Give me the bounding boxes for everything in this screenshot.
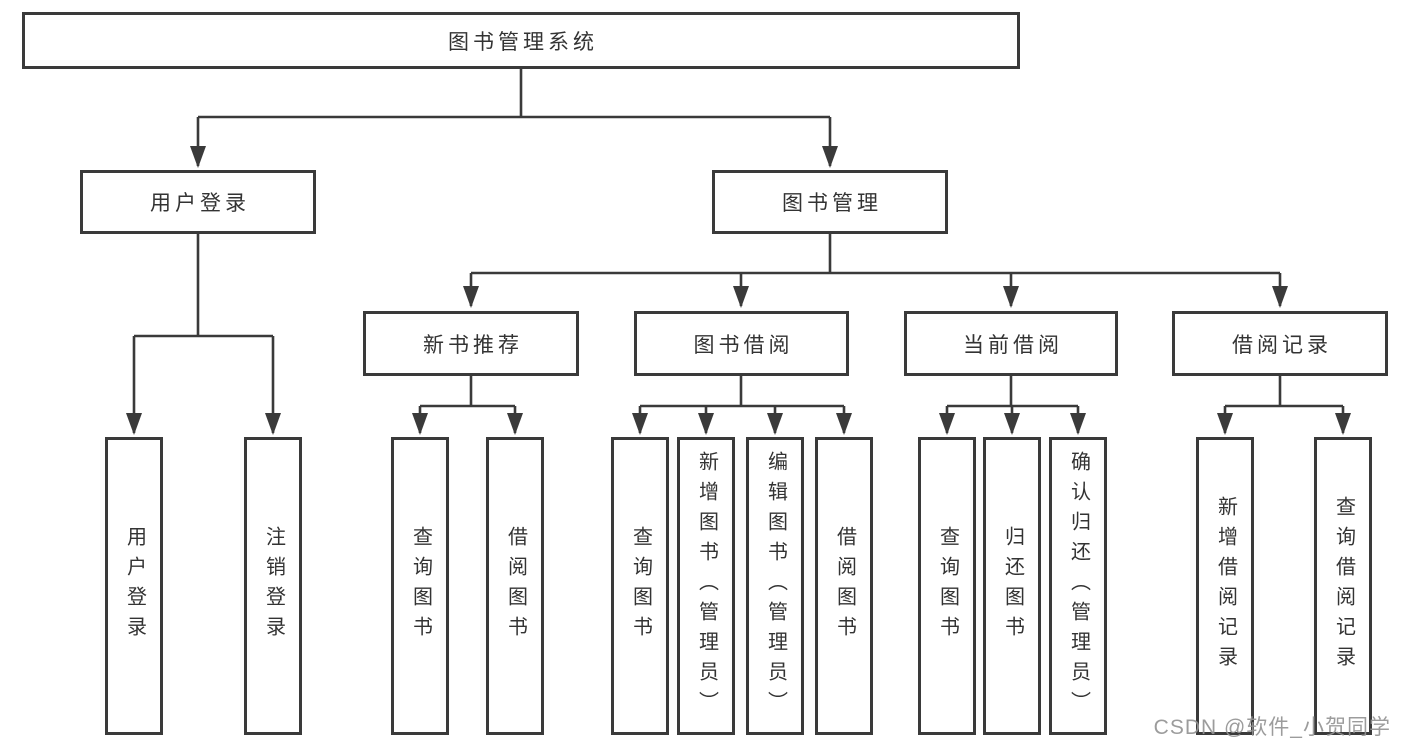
connector-arrows (126, 117, 1351, 435)
leaf-borrowing-borrow-books: 借阅图书 (815, 437, 873, 735)
leaf-newbook-borrow-books-label: 借阅图书 (504, 526, 527, 646)
node-user-login-label: 用户登录 (150, 192, 250, 215)
node-new-book-recommend-label: 新书推荐 (423, 333, 523, 357)
leaf-current-query-books: 查询图书 (918, 437, 976, 735)
node-book-borrowing: 图书借阅 (634, 311, 849, 376)
node-new-book-recommend: 新书推荐 (363, 311, 579, 376)
csdn-watermark: CSDN @软件_小贺同学 (1153, 716, 1391, 739)
leaf-current-query-books-label: 查询图书 (936, 526, 959, 646)
node-borrowing-records-label: 借阅记录 (1232, 333, 1332, 357)
leaf-newbook-borrow-books: 借阅图书 (486, 437, 544, 735)
leaf-borrowing-query-books-label: 查询图书 (629, 526, 652, 646)
leaf-current-confirm-return-admin-label: 确认归还（管理员） (1067, 451, 1090, 721)
node-library-system-label: 图书管理系统 (448, 30, 598, 54)
node-user-login: 用户登录 (80, 170, 316, 234)
leaf-current-confirm-return-admin: 确认归还（管理员） (1049, 437, 1107, 735)
leaf-records-add-borrow-record-label: 新增借阅记录 (1214, 496, 1237, 676)
leaf-records-add-borrow-record: 新增借阅记录 (1196, 437, 1254, 735)
leaf-records-query-borrow-record: 查询借阅记录 (1314, 437, 1372, 735)
leaf-borrowing-borrow-books-label: 借阅图书 (833, 526, 856, 646)
leaf-borrowing-add-books-admin-label: 新增图书（管理员） (695, 451, 718, 721)
connector-trunks (134, 68, 1343, 408)
leaf-borrowing-query-books: 查询图书 (611, 437, 669, 735)
node-current-borrowing: 当前借阅 (904, 311, 1118, 376)
node-book-management: 图书管理 (712, 170, 948, 234)
leaf-borrowing-edit-books-admin-label: 编辑图书（管理员） (764, 451, 787, 721)
leaf-current-return-books-label: 归还图书 (1001, 526, 1024, 646)
leaf-borrowing-add-books-admin: 新增图书（管理员） (677, 437, 735, 735)
leaf-borrowing-edit-books-admin: 编辑图书（管理员） (746, 437, 804, 735)
node-library-system: 图书管理系统 (22, 12, 1020, 69)
leaf-user-login: 用户登录 (105, 437, 163, 735)
leaf-user-login-label: 用户登录 (123, 526, 146, 646)
leaf-logout: 注销登录 (244, 437, 302, 735)
node-current-borrowing-label: 当前借阅 (963, 333, 1063, 357)
node-borrowing-records: 借阅记录 (1172, 311, 1388, 376)
leaf-records-query-borrow-record-label: 查询借阅记录 (1332, 496, 1355, 676)
node-book-borrowing-label: 图书借阅 (693, 333, 794, 357)
leaf-newbook-query-books-label: 查询图书 (409, 526, 432, 646)
node-book-management-label: 图书管理 (782, 192, 882, 215)
leaf-logout-label: 注销登录 (262, 526, 285, 646)
leaf-current-return-books: 归还图书 (983, 437, 1041, 735)
leaf-newbook-query-books: 查询图书 (391, 437, 449, 735)
